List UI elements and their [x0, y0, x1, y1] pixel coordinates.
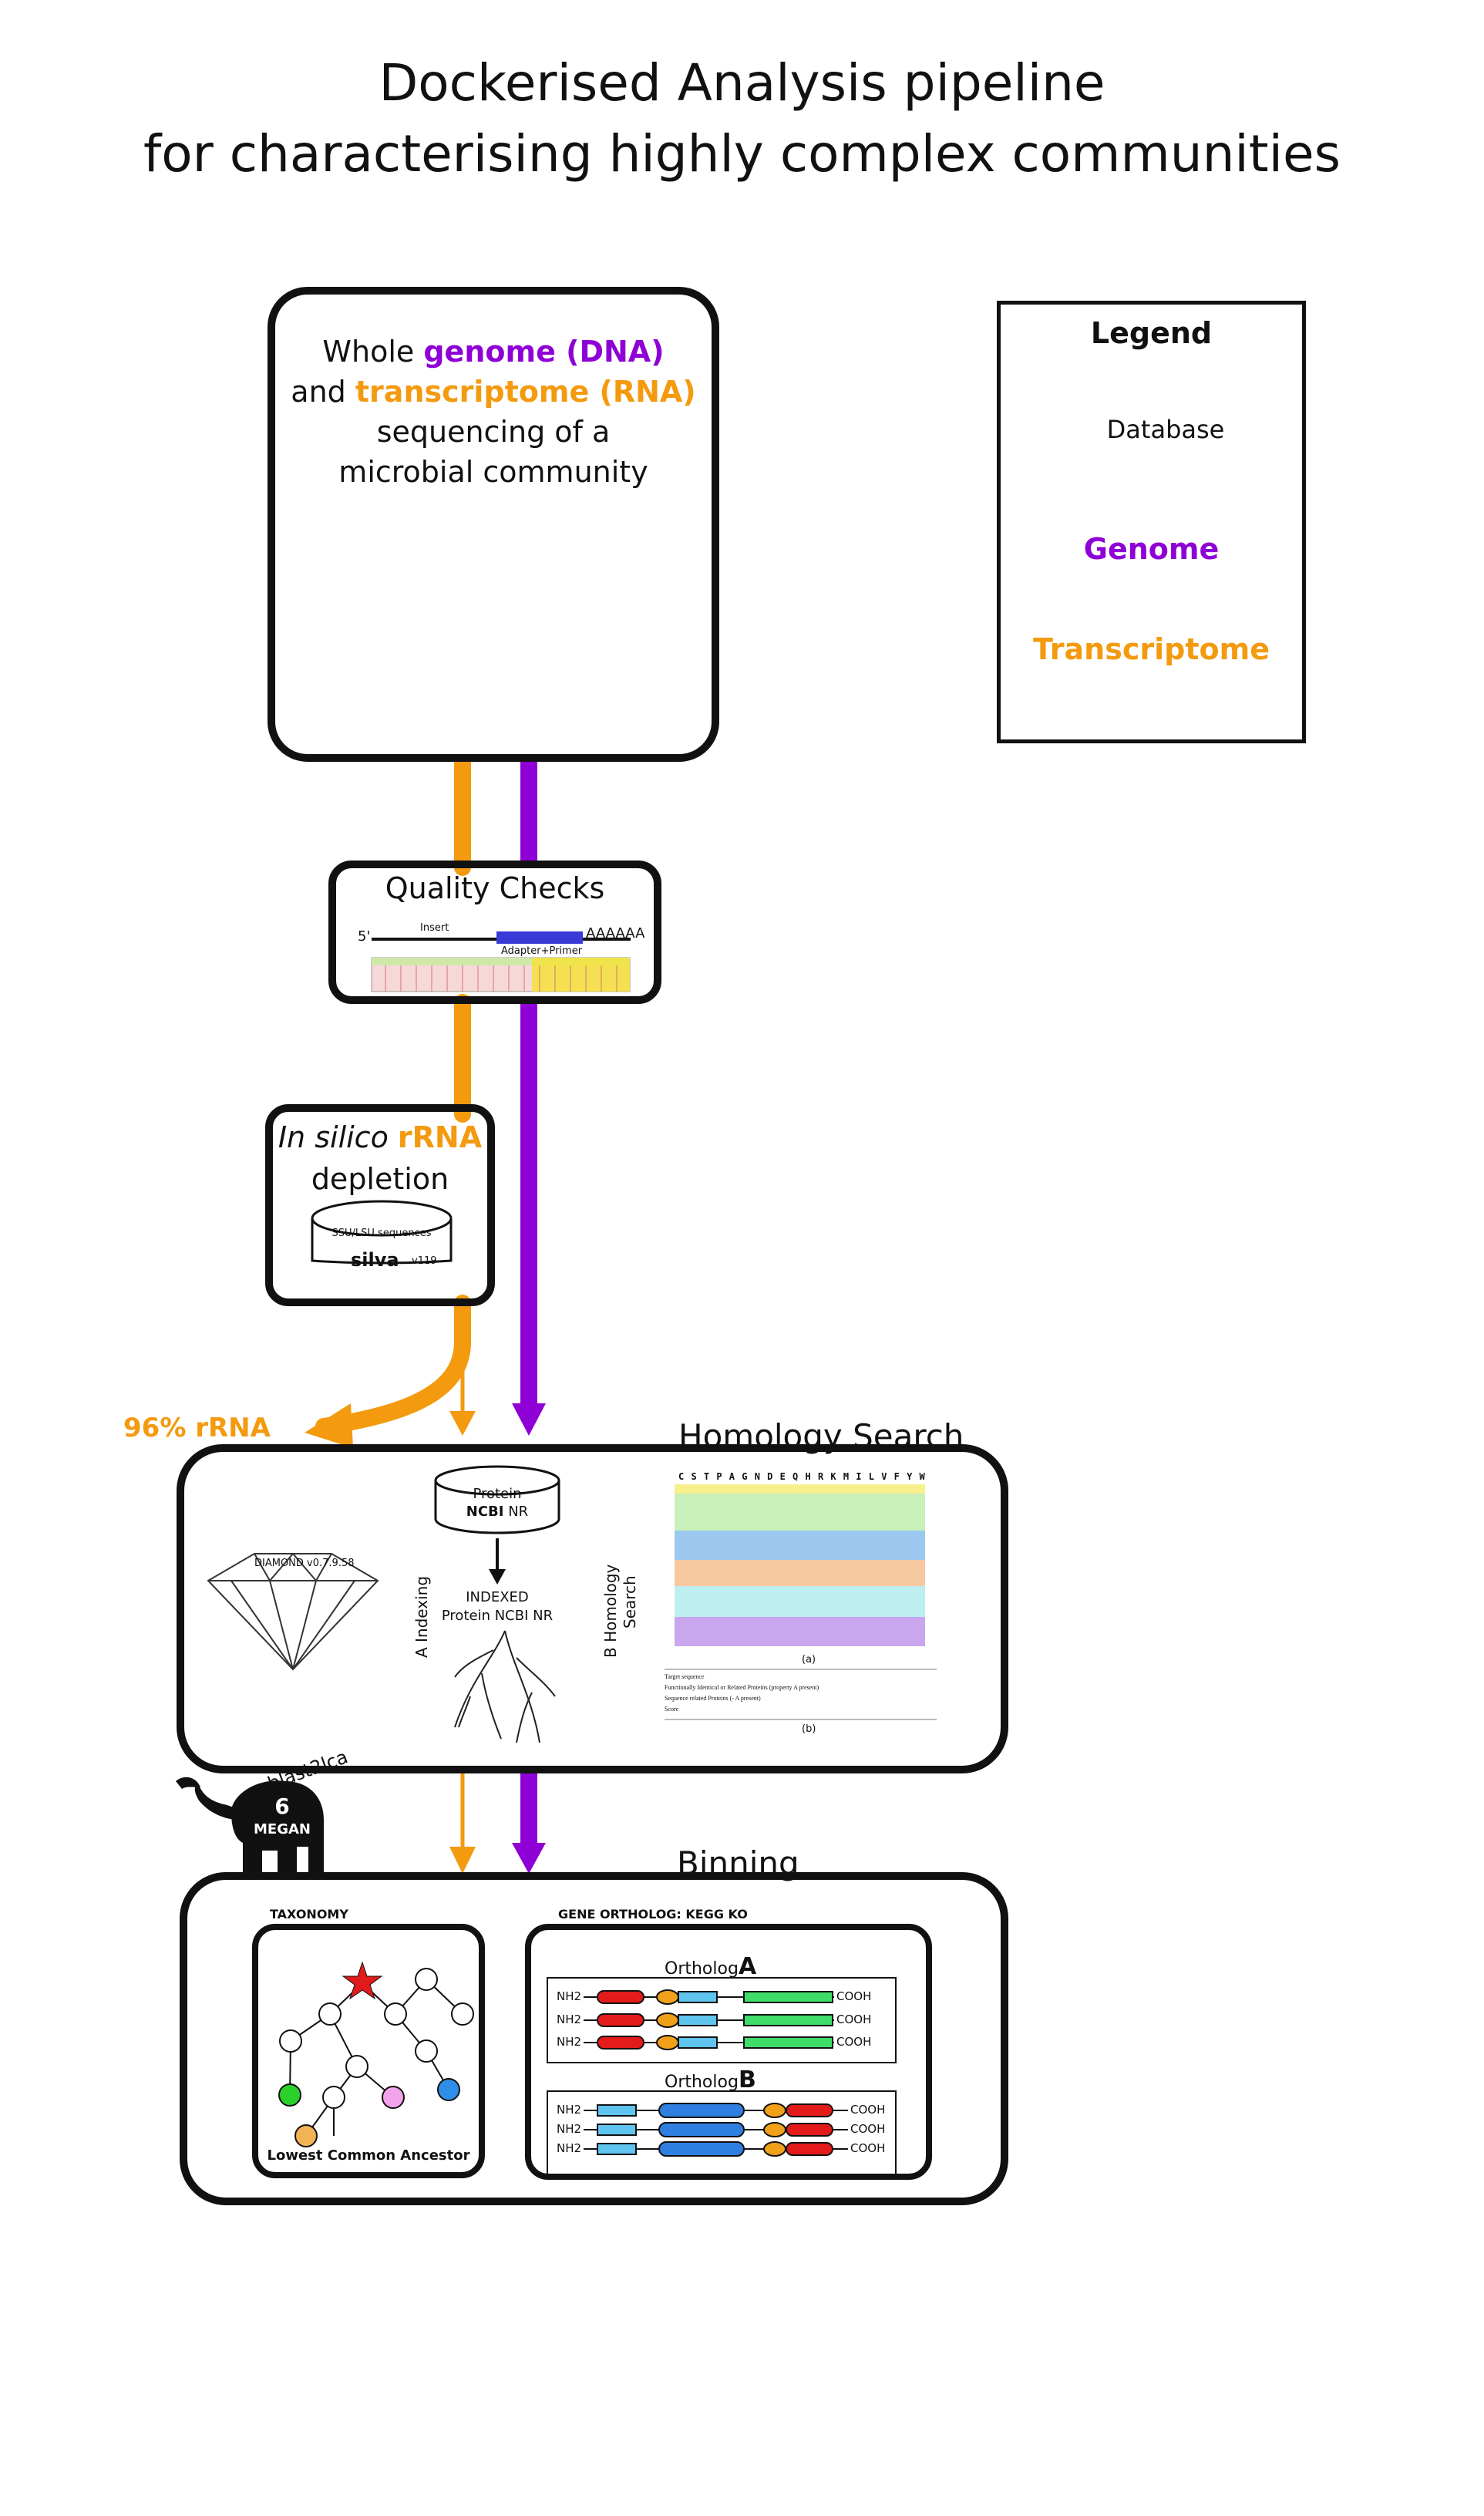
- homology-score-table: [665, 1669, 937, 1720]
- index-tree-icon: [454, 1630, 556, 1743]
- substitution-matrix: [675, 1484, 925, 1646]
- homology-table-row-4: Score: [665, 1706, 679, 1713]
- rrna-output-label: 96% rRNA: [123, 1413, 271, 1443]
- title-line-1: Dockerised Analysis pipeline: [379, 53, 1105, 113]
- homology-step-label-2: Search: [621, 1575, 639, 1628]
- input-line-3: sequencing of a: [376, 415, 611, 449]
- input-word-whole: Whole: [322, 335, 415, 369]
- rrna-label: rRNA: [397, 1120, 483, 1154]
- read-adapter-label: Adapter+Primer: [501, 945, 583, 957]
- ortholog-a-letter: A: [738, 1953, 757, 1980]
- taxonomy-panel: [252, 1924, 485, 2178]
- ncbi-db-name: NCBI NR: [436, 1504, 559, 1520]
- quality-checks-title: Quality Checks: [385, 871, 605, 905]
- ortholog-b-nh2-2: NH2: [557, 2122, 582, 2136]
- indexing-step-label: A Indexing: [412, 1575, 431, 1658]
- ortholog-a-cooh-2: COOH: [836, 2012, 872, 2026]
- ncbi-db-ncbi: NCBI: [466, 1504, 504, 1520]
- ortholog-panel: [525, 1924, 932, 2180]
- silva-db-label: SSU/LSU sequences: [331, 1228, 432, 1239]
- homology-table-row-3: Sequence related Proteins (- A present): [665, 1695, 761, 1702]
- ortholog-b-cooh-3: COOH: [850, 2141, 886, 2155]
- matrix-caption-b: (b): [802, 1723, 816, 1735]
- ortholog-b-cooh-2: COOH: [850, 2122, 886, 2136]
- matrix-header-row: C S T P A G N D E Q H R K M I L V F Y W: [678, 1471, 926, 1482]
- ortholog-a-prefix: Ortholog: [665, 1959, 739, 1979]
- rrna-depletion-label: depletion: [311, 1162, 449, 1196]
- lca-label: Lowest Common Ancestor: [267, 2147, 470, 2164]
- read-polya-label: AAAAAA: [586, 925, 645, 941]
- legend-box: [997, 301, 1306, 743]
- homology-table-row-2: Functionally Identical or Related Protei…: [665, 1684, 819, 1691]
- transcriptome-flow: [315, 751, 471, 1857]
- legend-transcriptome-label: Transcriptome: [1033, 632, 1270, 666]
- ncbi-database-icon: [434, 1465, 560, 1534]
- ortholog-b-prefix: Ortholog: [665, 2073, 739, 2092]
- legend-genome-label: Genome: [1083, 532, 1220, 566]
- ortholog-b-letter: B: [738, 2066, 756, 2093]
- megan-version: 6: [274, 1794, 290, 1819]
- ortholog-a-cooh-1: COOH: [836, 1989, 872, 2003]
- silva-version: v119: [412, 1255, 437, 1267]
- ncbi-db-nr: NR: [508, 1504, 529, 1520]
- read-structure-diagram: [371, 931, 631, 992]
- homology-table-rows: Target sequence Functionally Identical o…: [665, 1672, 819, 1715]
- ncbi-db-protein: Protein: [473, 1486, 522, 1502]
- megan-name: MEGAN: [254, 1821, 311, 1837]
- title-line-2: for characterising highly complex commun…: [143, 124, 1341, 184]
- taxonomy-title: TAXONOMY: [270, 1907, 348, 1922]
- input-genome-label: genome (DNA): [423, 335, 665, 369]
- input-transcriptome-label: transcriptome (RNA): [355, 375, 696, 409]
- genome-arrowhead-1: [512, 1403, 546, 1436]
- rrna-italic-label: In silico: [278, 1120, 389, 1154]
- matrix-caption-a: (a): [802, 1654, 816, 1666]
- silva-database-icon: [311, 1200, 453, 1265]
- indexed-line-1: INDEXED: [466, 1589, 529, 1605]
- page-title: Dockerised Analysis pipeline for charact…: [0, 48, 1484, 190]
- ortholog-a-nh2-2: NH2: [557, 2012, 582, 2026]
- diamond-version-label: DIAMOND v0.7.9.58: [254, 1558, 355, 1569]
- megan-version-badge: [259, 1789, 305, 1835]
- ortholog-a-nh2-3: NH2: [557, 2035, 582, 2049]
- rrna-depletion-title: In silico rRNA depletion: [265, 1117, 495, 1200]
- quality-checks-box: [328, 861, 661, 1004]
- indexed-line-2: Protein NCBI NR: [441, 1608, 554, 1624]
- read-insert-label: Insert: [420, 922, 449, 934]
- ortholog-b-title: OrthologB: [665, 2066, 756, 2093]
- genome-arrowhead-2: [512, 1843, 546, 1874]
- homology-step-label-1: B Homology: [601, 1564, 620, 1658]
- lca-star-icon: [342, 1961, 383, 2000]
- homology-table-row-1: Target sequence: [665, 1673, 705, 1680]
- indexing-arrowhead: [489, 1569, 506, 1585]
- indexed-db-label: INDEXED Protein NCBI NR: [420, 1588, 574, 1625]
- binning-box: [180, 1872, 1008, 2205]
- rrna-depletion-box: [265, 1104, 495, 1306]
- legend-title: Legend: [1090, 316, 1213, 350]
- input-word-and: and: [291, 375, 346, 409]
- ortholog-b-genes: [584, 2103, 848, 2157]
- homology-search-box: [177, 1444, 1008, 1773]
- ortholog-a-genes: [584, 1989, 834, 2050]
- input-sequencing-text: Whole genome (DNA) and transcriptome (RN…: [275, 332, 712, 492]
- silva-logo-text: silva: [351, 1249, 399, 1271]
- diamond-icon: [207, 1553, 379, 1671]
- ortholog-a-nh2-1: NH2: [557, 1989, 582, 2003]
- ortholog-b-nh2-1: NH2: [557, 2103, 582, 2117]
- read-five-prime-label: 5': [358, 928, 371, 945]
- transcriptome-arrowhead-2: [449, 1847, 476, 1874]
- rrna-output-arrowhead: [305, 1403, 353, 1448]
- ortholog-b-nh2-3: NH2: [557, 2141, 582, 2155]
- legend-database-label: Database: [1106, 415, 1225, 444]
- input-line-4: microbial community: [338, 455, 648, 489]
- input-sequencing-box: [268, 287, 719, 762]
- ortholog-b-cooh-1: COOH: [850, 2103, 886, 2117]
- transcriptome-arrowhead-1: [449, 1411, 476, 1436]
- taxonomy-nodes: [278, 1968, 474, 2147]
- ortholog-a-cooh-3: COOH: [836, 2035, 872, 2049]
- ortholog-title: GENE ORTHOLOG: KEGG KO: [558, 1907, 748, 1922]
- ortholog-a-title: OrthologA: [665, 1953, 756, 1980]
